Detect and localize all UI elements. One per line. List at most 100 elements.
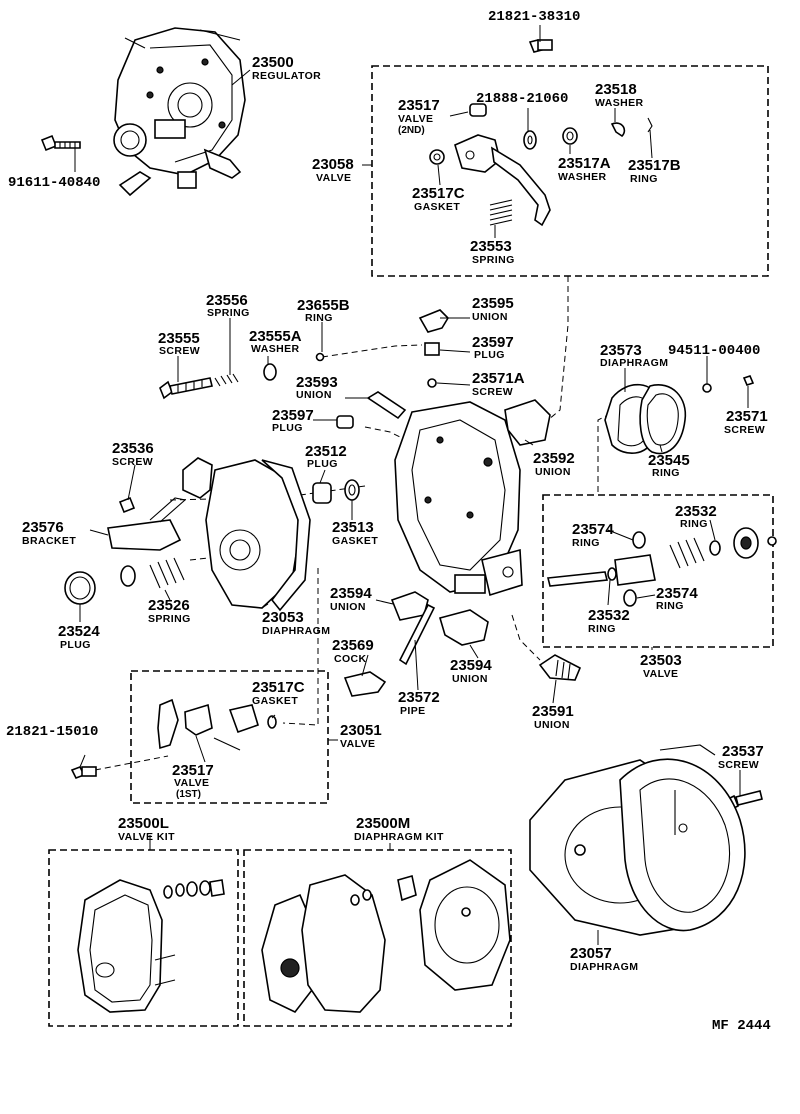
part-name: DIAPHRAGM [570,961,638,973]
diaphragm-23057 [529,744,746,936]
part-number: 23591 [532,703,574,720]
part-number: 23517B [628,157,681,174]
part-name: VALVE [643,668,678,680]
part-number: 23518 [595,81,637,98]
part-name: SCREW [718,759,759,771]
part-name: UNION [472,311,508,323]
label-23597-left: 23597 PLUG [272,407,314,434]
part-number: 23593 [296,374,338,391]
part-name: WASHER [558,171,607,183]
valve-23058-parts [429,103,653,227]
label-23537: 23537 SCREW [718,743,764,771]
part-number: 23532 [588,607,630,624]
label-23536: 23536 SCREW [112,440,154,468]
label-23595: 23595 UNION [472,295,514,323]
label-23592: 23592 UNION [533,450,575,478]
part-number: 23537 [722,743,764,760]
part-number: 21821-15010 [6,724,98,740]
part-number: 23594 [330,585,372,602]
label-91611-40840: 91611-40840 [8,175,100,191]
part-name: GASKET [252,695,298,707]
part-number: 23500M [356,815,410,832]
part-number: 23058 [312,156,354,173]
part-number: 23057 [570,945,612,962]
part-name: SCREW [159,345,200,357]
part-name: SPRING [472,254,515,266]
part-number: 21821-38310 [488,9,580,25]
regulator-body [394,401,523,597]
part-name: UNION [452,673,488,685]
part-name: PLUG [60,639,91,651]
part-number: 23536 [112,440,154,457]
part-name: PLUG [474,349,505,361]
part-name: SCREW [724,424,765,436]
diaphragm-kit-parts [261,859,511,1014]
label-23572: 23572 PIPE [398,689,440,717]
part-name: RING [572,537,600,549]
label-23517b: 23517B RING [628,157,681,185]
dashed-leaders [94,276,619,771]
label-23053: 23053 DIAPHRAGM [262,609,330,637]
part-name: VALVE KIT [118,831,175,843]
part-name: PIPE [400,705,426,717]
valve-23058-box [371,65,769,277]
label-23553: 23553 SPRING [470,238,515,266]
unions-and-pipe [343,591,582,697]
label-23500m: 23500M DIAPHRAGM KIT [354,815,444,843]
plug-23512 [312,479,360,504]
part-number: 23655B [297,297,350,314]
part-name: WASHER [595,97,644,109]
part-name: SCREW [112,456,153,468]
part-number: 23595 [472,295,514,312]
label-23051: 23051 VALVE [340,722,382,750]
label-23057: 23057 DIAPHRAGM [570,945,638,973]
part-number: 23571 [726,408,768,425]
part-number: 23545 [648,452,690,469]
part-number: 23526 [148,597,190,614]
label-94511-00400: 94511-00400 [668,343,760,359]
part-number: 23512 [305,443,347,460]
small-parts-upper [159,309,755,446]
label-23517-2nd: 23517 VALVE (2ND) [398,97,440,136]
part-number: 23569 [332,637,374,654]
valve-kit-box [48,849,239,1027]
label-23518: 23518 WASHER [595,81,644,109]
label-21888-21060: 21888-21060 [476,91,568,107]
part-note: (2ND) [398,125,425,136]
part-name: COCK [334,653,367,665]
solid-leaders [74,25,749,945]
label-23574-bot: 23574 RING [656,585,698,612]
part-note: (1ST) [176,789,201,800]
part-number: 23517 [172,762,214,779]
diaphragm-23573 [604,383,687,455]
part-name: SCREW [472,386,513,398]
label-23500: 23500 REGULATOR [252,54,321,82]
label-23576: 23576 BRACKET [22,519,76,547]
part-number: 23594 [450,657,492,674]
part-number: 23517C [252,679,305,696]
label-23593: 23593 UNION [296,374,338,401]
label-23500l: 23500L VALVE KIT [118,815,175,843]
part-name: REGULATOR [252,70,321,82]
part-name: UNION [535,466,571,478]
label-23555: 23555 SCREW [158,330,200,357]
label-23517c-bot: 23517C GASKET [252,679,305,707]
part-number: 23524 [58,623,100,640]
label-23517c-top: 23517C GASKET [412,185,465,213]
label-23503: 23503 VALVE [640,652,682,680]
part-name: VALVE [174,777,209,789]
diaphragm-kit-box [243,849,512,1027]
label-23532-bot: 23532 RING [588,607,630,635]
label-23556: 23556 SPRING [206,292,249,319]
part-name: RING [680,518,708,530]
part-name: UNION [296,389,332,401]
part-number: 23597 [272,407,314,424]
part-number: 23574 [656,585,698,602]
label-23512: 23512 PLUG [305,443,347,470]
part-name: RING [630,173,658,185]
part-name: UNION [330,601,366,613]
valve-23051-parts [70,698,277,780]
part-number: 23574 [572,521,614,538]
